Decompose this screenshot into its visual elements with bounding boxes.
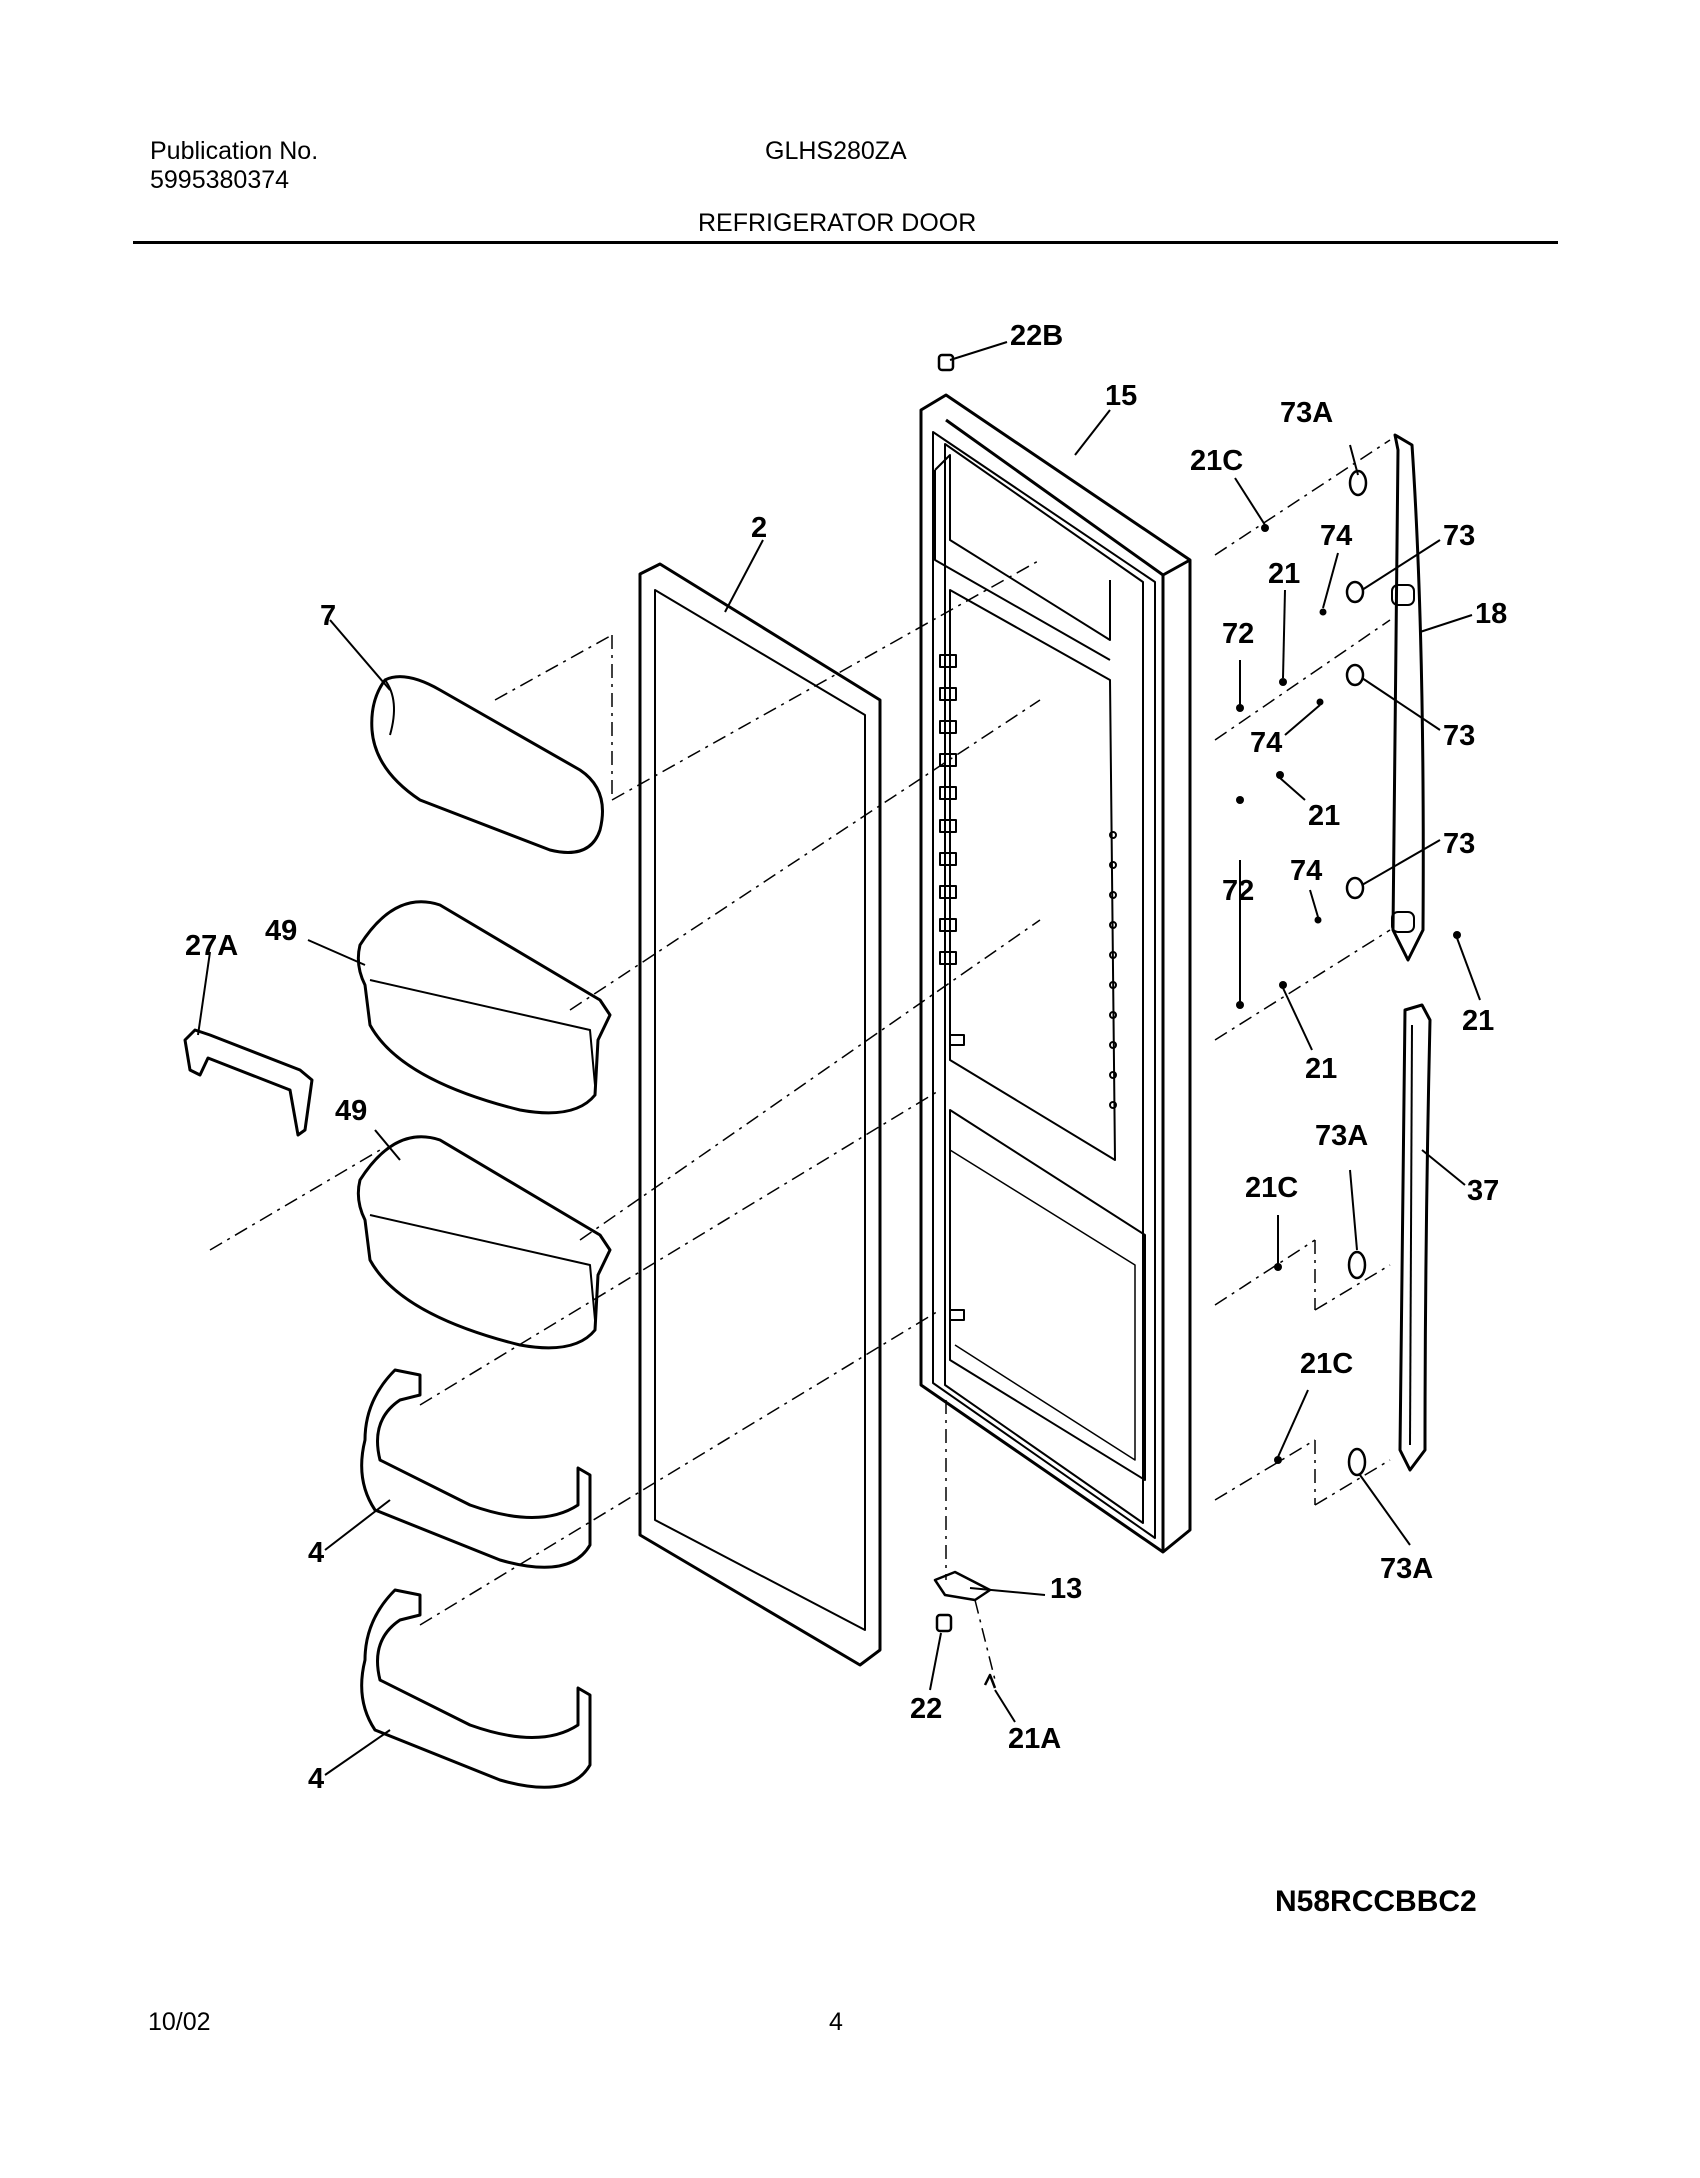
callout-27a: 27A [185, 930, 238, 962]
callout-72-b: 72 [1222, 875, 1254, 907]
leader-lines [197, 341, 1481, 1776]
callout-21c-mid: 21C [1245, 1172, 1298, 1204]
callout-18: 18 [1475, 598, 1507, 630]
publication-label: Publication No. [150, 137, 319, 165]
drawing-code: N58RCCBBC2 [1275, 1885, 1477, 1918]
callout-21c-top: 21C [1190, 445, 1243, 477]
callout-73a-low: 73A [1380, 1553, 1433, 1585]
callout-74-c: 74 [1290, 855, 1322, 887]
callout-13: 13 [1050, 1573, 1082, 1605]
clips [1345, 469, 1368, 1477]
callout-21-c: 21 [1462, 1005, 1494, 1037]
callout-49-a: 49 [265, 915, 297, 947]
callout-22b: 22B [1010, 320, 1063, 352]
dairy-door [370, 675, 604, 854]
header-rule [133, 241, 1558, 244]
publication-number: 5995380374 [150, 166, 290, 194]
callout-22: 22 [910, 1693, 942, 1725]
callout-21-d: 21 [1305, 1053, 1337, 1085]
callout-2: 2 [751, 512, 767, 544]
callout-21-b: 21 [1308, 800, 1340, 832]
callout-73-a: 73 [1443, 520, 1475, 552]
door-handle [1391, 433, 1425, 962]
door-gasket [638, 562, 882, 1667]
callout-49-b: 49 [335, 1095, 367, 1127]
door-shelf-lower [360, 1588, 592, 1789]
screws [1236, 524, 1461, 1464]
callout-72-a: 72 [1222, 618, 1254, 650]
footer-date: 10/02 [148, 2008, 211, 2036]
bin-retainer [183, 1028, 314, 1137]
door-shelf-upper [360, 1368, 592, 1569]
callout-73a-mid: 73A [1315, 1120, 1368, 1152]
callout-73-b: 73 [1443, 720, 1475, 752]
section-title: REFRIGERATOR DOOR [698, 209, 977, 237]
callout-4-b: 4 [308, 1763, 324, 1795]
door-bin-upper [356, 900, 612, 1115]
callout-74-a: 74 [1320, 520, 1352, 552]
callout-37: 37 [1467, 1175, 1499, 1207]
door-bin-lower [356, 1135, 612, 1350]
callout-labels: 22B 15 73A 21C 74 73 2 21 18 7 72 74 73 … [185, 320, 1507, 1795]
alignment-lines [209, 439, 1391, 1681]
callout-21-a: 21 [1268, 558, 1300, 590]
callout-7: 7 [320, 600, 336, 632]
handle-trim [1398, 1003, 1432, 1472]
page-number: 4 [829, 2008, 843, 2036]
callout-73-c: 73 [1443, 828, 1475, 860]
callout-74-b: 74 [1250, 727, 1282, 759]
callout-73a-top: 73A [1280, 397, 1333, 429]
callout-15: 15 [1105, 380, 1137, 412]
door-outer-shell [919, 393, 1192, 1554]
hinge-parts [933, 353, 997, 1689]
model-number: GLHS280ZA [765, 137, 907, 165]
callout-4-a: 4 [308, 1537, 324, 1569]
callout-21c-low: 21C [1300, 1348, 1353, 1380]
callout-21a: 21A [1008, 1723, 1061, 1755]
